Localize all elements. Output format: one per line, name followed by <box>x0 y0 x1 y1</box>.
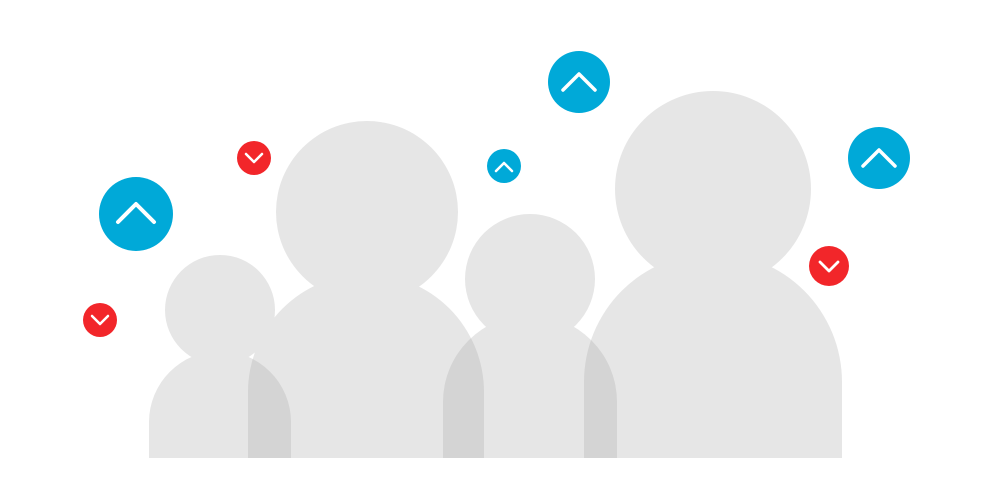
down-badge-right <box>809 246 849 286</box>
up-badge-large-left <box>99 177 173 251</box>
up-badge-small-center <box>487 149 521 183</box>
down-badge-circle <box>809 246 849 286</box>
person-body <box>443 315 617 458</box>
chevron-down-icon <box>818 260 840 273</box>
person-head <box>615 91 811 287</box>
up-badge-circle <box>99 177 173 251</box>
down-badge-left-bottom <box>83 303 117 337</box>
chevron-up-icon <box>861 148 897 168</box>
person-body <box>584 253 842 458</box>
up-badge-circle <box>487 149 521 183</box>
down-badge-left-top <box>237 141 271 175</box>
overlap-shade <box>248 351 291 458</box>
up-badge-circle <box>848 127 910 189</box>
person-figure-large-right <box>584 91 842 458</box>
up-badge-right <box>848 127 910 189</box>
chevron-up-icon <box>116 202 156 224</box>
up-badge-top <box>548 51 610 113</box>
chevron-up-icon <box>494 161 514 173</box>
chevron-down-icon <box>244 152 264 164</box>
chevron-down-icon <box>90 314 110 326</box>
person-body <box>248 274 484 458</box>
down-badge-circle <box>237 141 271 175</box>
person-head <box>465 214 595 344</box>
chevron-up-icon <box>561 72 597 92</box>
person-figure-small-right <box>443 214 617 458</box>
person-head <box>276 121 458 303</box>
person-head <box>165 255 275 365</box>
down-badge-circle <box>83 303 117 337</box>
person-figure-large-left <box>248 121 484 458</box>
up-badge-circle <box>548 51 610 113</box>
